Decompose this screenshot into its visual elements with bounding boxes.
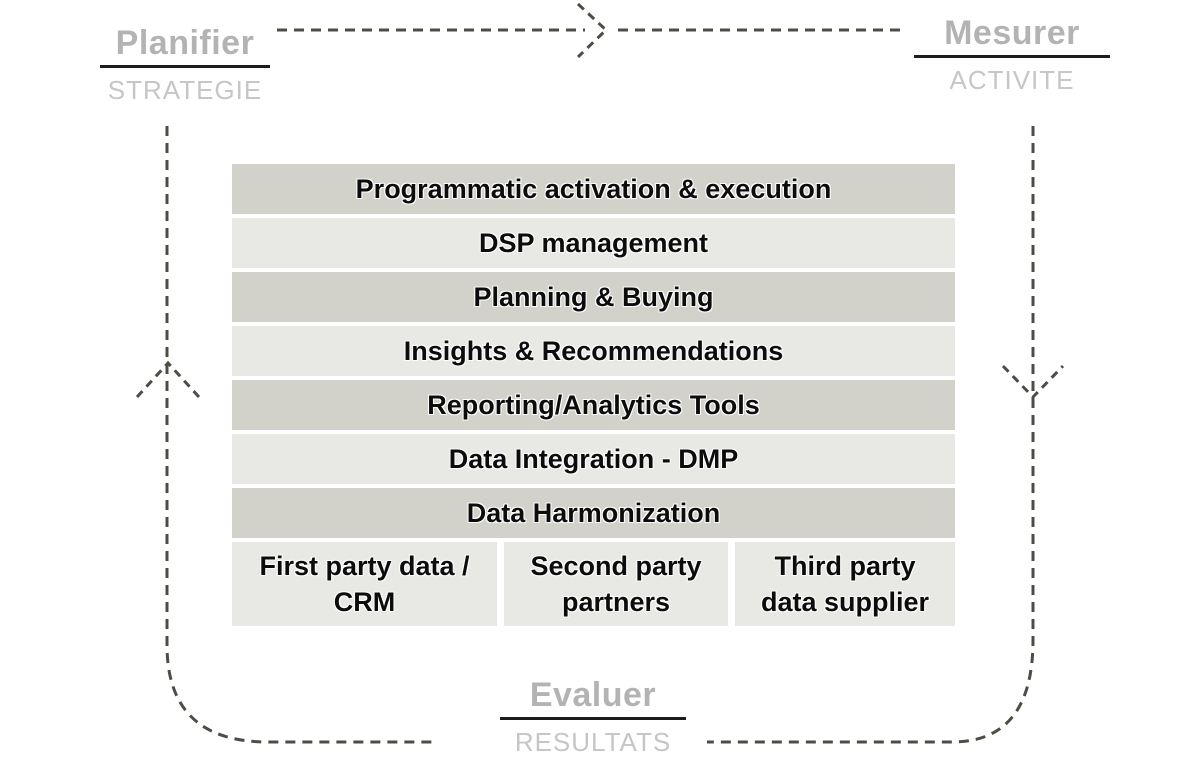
source-third-party: Third party data supplier xyxy=(735,542,955,626)
source-first-party-line1: First party data / xyxy=(259,551,470,581)
source-first-party: First party data / CRM xyxy=(232,542,497,626)
source-third-party-line1: Third party xyxy=(774,551,916,581)
stage-evaluer-underline xyxy=(500,717,686,720)
stack-row-reporting: Reporting/Analytics Tools xyxy=(232,380,955,430)
stage-planifier: Planifier STRATEGIE xyxy=(100,24,270,106)
arrow-up-icon xyxy=(135,360,201,399)
stage-planifier-title: Planifier xyxy=(115,24,255,62)
stage-mesurer: Mesurer ACTIVITE xyxy=(914,14,1110,96)
stage-mesurer-underline xyxy=(914,55,1110,58)
left-dashed-line xyxy=(165,126,438,744)
stack-row-integration: Data Integration - DMP xyxy=(232,434,955,484)
stack-row-planning: Planning & Buying xyxy=(232,272,955,322)
arrow-down-icon xyxy=(1001,364,1065,400)
source-second-party-line1: Second party xyxy=(530,551,702,581)
stack-row-dsp: DSP management xyxy=(232,218,955,268)
stack-row-harmonization: Data Harmonization xyxy=(232,488,955,538)
stack-row-insights: Insights & Recommendations xyxy=(232,326,955,376)
stack-row-programmatic: Programmatic activation & execution xyxy=(232,164,955,214)
stage-mesurer-subtitle: ACTIVITE xyxy=(949,65,1075,95)
stage-planifier-subtitle: STRATEGIE xyxy=(107,75,263,105)
source-third-party-line2: data supplier xyxy=(760,587,930,617)
source-second-party: Second party partners xyxy=(504,542,728,626)
arrow-right-icon xyxy=(576,2,609,59)
stage-planifier-underline xyxy=(100,65,270,68)
capability-stack: Programmatic activation & execution DSP … xyxy=(232,164,955,626)
stage-evaluer: Evaluer RESULTATS xyxy=(500,676,686,758)
source-first-party-line2: CRM xyxy=(333,587,396,617)
right-dashed-line xyxy=(707,126,1035,744)
stage-evaluer-title: Evaluer xyxy=(529,676,657,714)
stage-mesurer-title: Mesurer xyxy=(944,14,1080,52)
data-sources-row: First party data / CRM Second party part… xyxy=(232,542,955,626)
source-second-party-line2: partners xyxy=(561,587,671,617)
stage-evaluer-subtitle: RESULTATS xyxy=(514,727,672,757)
